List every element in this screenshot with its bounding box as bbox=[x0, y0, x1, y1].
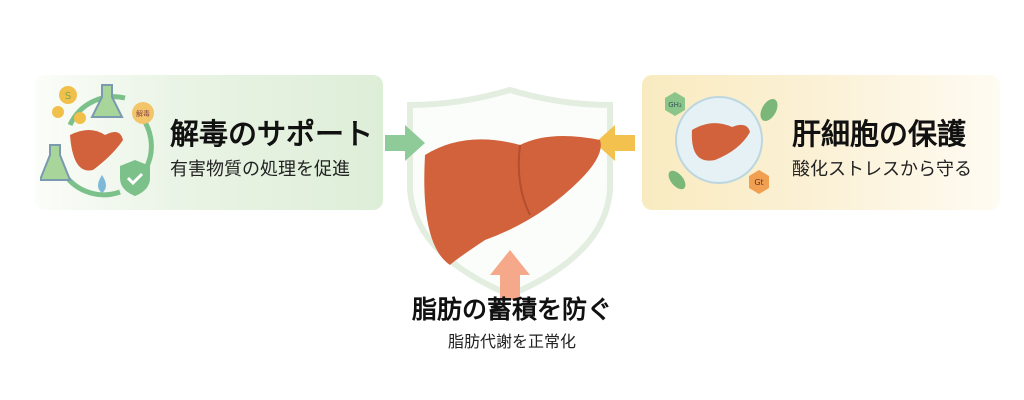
molecule-b-label: Gt bbox=[754, 178, 763, 187]
water-drop-icon bbox=[98, 175, 106, 193]
protection-title: 肝細胞の保護 bbox=[792, 117, 967, 151]
protection-subtitle: 酸化ストレスから守る bbox=[792, 159, 972, 180]
orange-arrow-up-icon bbox=[490, 250, 530, 300]
detox-support-card: S 解毒 解毒のサポート 有害物質の処理を促進 bbox=[35, 75, 383, 210]
detox-label: 解毒 bbox=[136, 109, 150, 118]
fat-prevention-title: 脂肪の蓄積を防ぐ bbox=[411, 295, 612, 324]
green-arrow-right-icon bbox=[385, 125, 425, 161]
protection-bubble-illustration: GH₂ Gt bbox=[665, 92, 778, 194]
fat-prevention-subtitle: 脂肪代謝を正常化 bbox=[447, 332, 576, 351]
detox-title: 解毒のサポート bbox=[170, 117, 374, 151]
molecule-a-label: GH₂ bbox=[668, 101, 682, 109]
central-liver-diagram bbox=[385, 86, 635, 300]
shield-check-icon bbox=[120, 160, 150, 196]
liver-icon bbox=[691, 123, 750, 161]
liver-icon bbox=[70, 130, 123, 171]
liver-cell-protection-card: GH₂ Gt 肝細胞の保護 酸化ストレスから守る bbox=[642, 75, 1000, 210]
sulfur-label: S bbox=[65, 91, 71, 102]
yellow-arrow-left-icon bbox=[595, 125, 635, 161]
detox-cycle-illustration: S 解毒 bbox=[40, 84, 154, 198]
liver-icon bbox=[424, 136, 601, 265]
detox-subtitle: 有害物質の処理を促進 bbox=[170, 159, 350, 180]
